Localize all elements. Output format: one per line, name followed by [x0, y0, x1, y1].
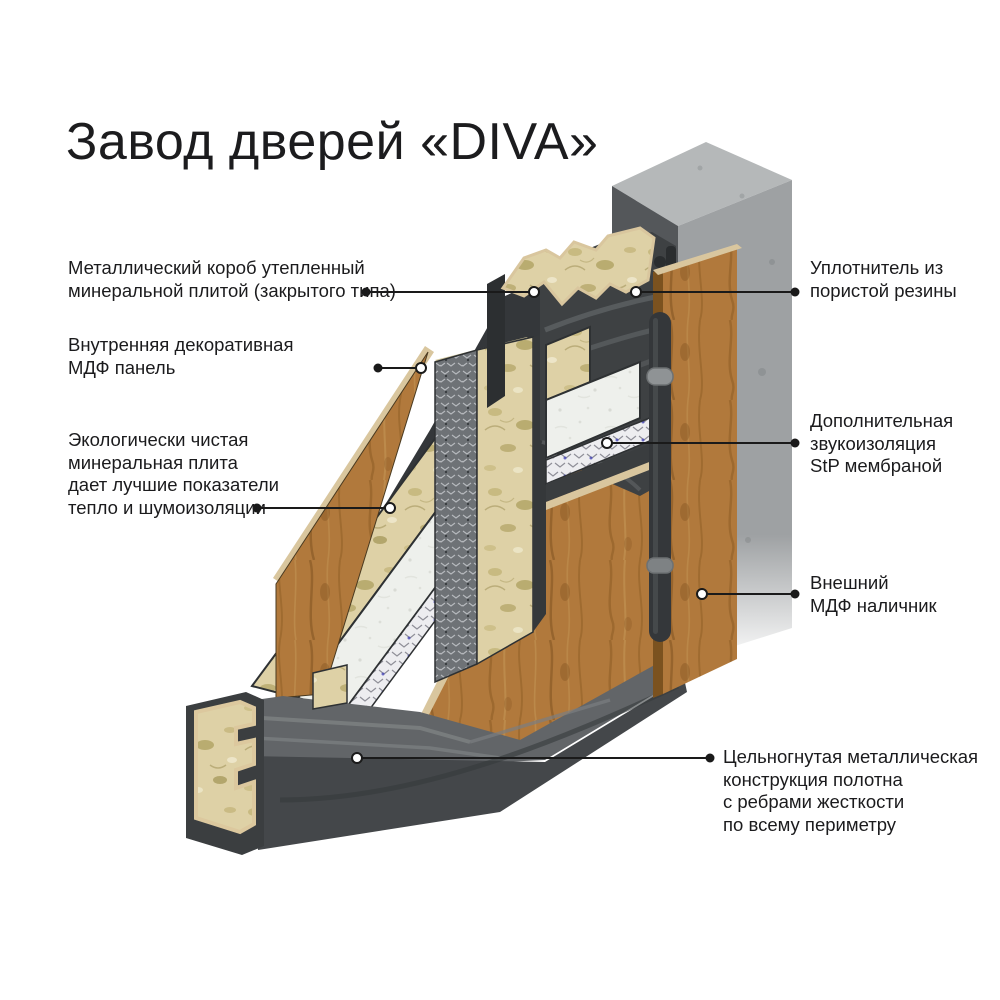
label-inner-mdf: Внутренняя декоративная МДФ панель: [68, 334, 293, 379]
label-line: звукоизоляция: [810, 432, 936, 454]
page-title: Завод дверей «DIVA»: [66, 113, 599, 171]
label-stp-membrane: Дополнительная звукоизоляция StP мембран…: [810, 410, 953, 478]
wood-edge-band: [546, 459, 657, 510]
label-line: StP мембраной: [810, 455, 943, 476]
label-line: МДФ наличник: [810, 594, 937, 616]
label-outer-casing: Внешний МДФ наличник: [810, 572, 937, 617]
casing-top-edge: [653, 244, 742, 275]
wool-cut-face: [194, 699, 256, 835]
label-line: МДФ панель: [68, 356, 176, 378]
label-line: по всему периметру: [723, 813, 897, 835]
label-line: Дополнительная: [810, 410, 954, 431]
label-mineral-board: Экологически чистая минеральная плита да…: [68, 429, 279, 519]
label-metal-box: Металлический короб утепленный минеральн…: [68, 257, 396, 302]
label-bent-metal-frame: Цельногнутая металлическая конструкция п…: [723, 746, 978, 836]
label-line: минеральная плита: [68, 451, 238, 473]
label-line: Внешний: [810, 572, 889, 593]
label-rubber-seal: Уплотнитель из пористой резины: [810, 257, 957, 302]
hinge-ring: [646, 367, 674, 386]
leader-lines: [257, 291, 795, 759]
label-line: Внутренняя декоративная: [68, 334, 294, 355]
label-line: Металлический короб утепленный: [68, 257, 365, 278]
leaf-layer-staircase: [545, 325, 657, 510]
hinge-ring: [646, 557, 674, 574]
wool-block-small: [312, 664, 348, 710]
metal-sheet-band: [546, 442, 655, 502]
label-line: конструкция полотна: [723, 768, 903, 790]
label-line: пористой резины: [810, 279, 957, 301]
door-hinge: [646, 312, 674, 642]
leader-dots: [252, 286, 800, 764]
label-line: Уплотнитель из: [810, 257, 944, 278]
label-line: с ребрами жесткости: [723, 791, 905, 812]
foam-band: [545, 360, 641, 460]
label-line: минеральной плитой (закрытого типа): [68, 279, 396, 301]
label-line: тепло и шумоизоляции: [68, 496, 266, 518]
label-line: Экологически чистая: [68, 429, 249, 450]
mineral-wool-cap: [500, 226, 656, 307]
label-line: дает лучшие показатели: [68, 474, 279, 495]
membrane-face: [434, 349, 478, 684]
wool-end-block: [186, 692, 264, 855]
label-line: Цельногнутая металлическая: [723, 746, 979, 767]
bottom-metal-rail: [186, 662, 687, 855]
